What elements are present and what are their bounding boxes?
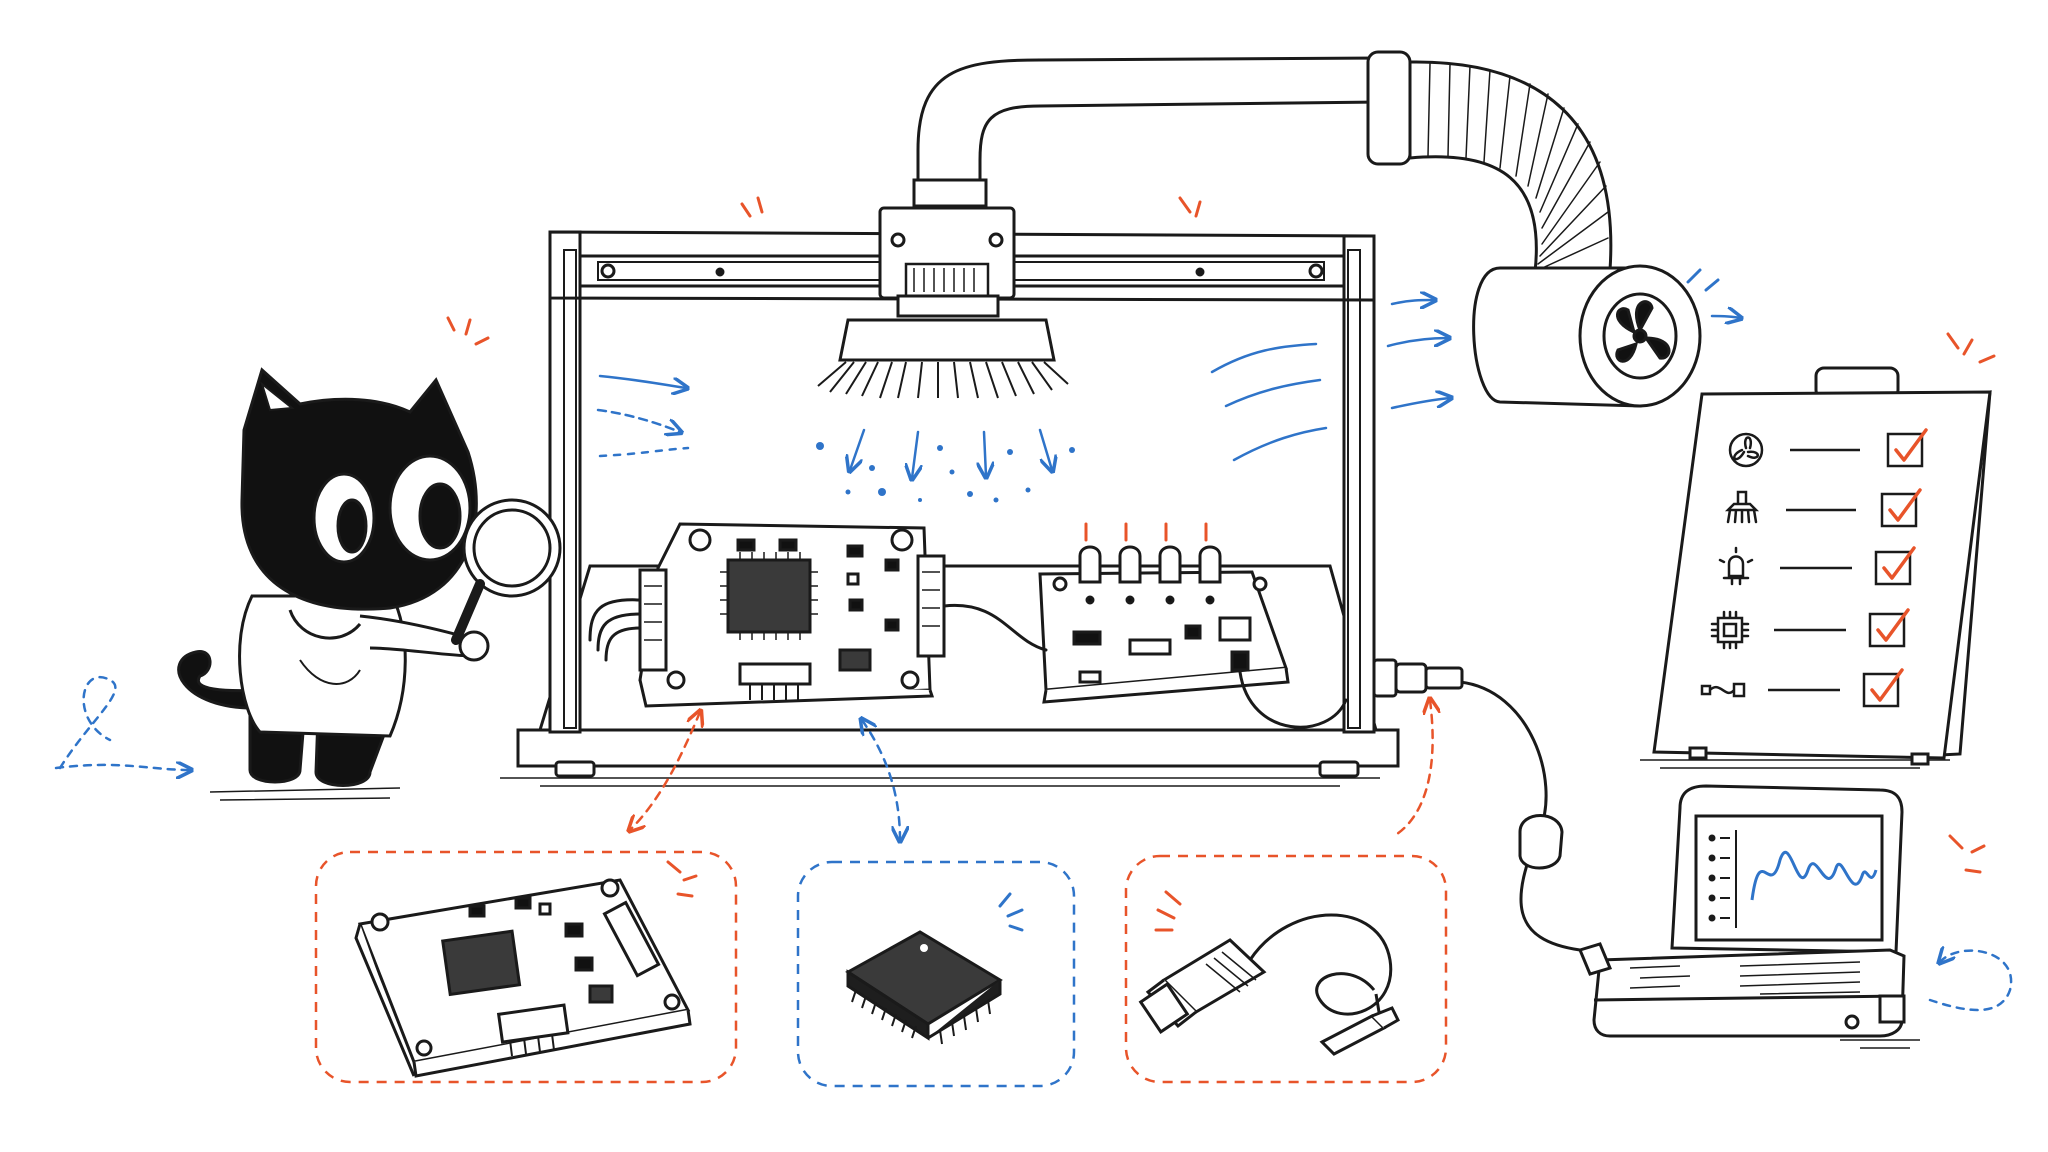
exhaust-fan-unit: [1472, 264, 1702, 408]
laptop-screen-waveform: [1750, 850, 1878, 901]
brush-nozzle-head: [817, 178, 1069, 399]
dust-particles: [816, 442, 1075, 503]
laptop-device: [1577, 784, 1906, 1038]
ferrite-bead: [1518, 814, 1564, 870]
callout-box-pcb: [314, 850, 738, 1084]
callout-usb-cable: [1138, 913, 1400, 1056]
checklist-items: [1700, 428, 1928, 708]
list-bullet: [1708, 854, 1716, 862]
checkmark-icon: [1888, 488, 1922, 522]
callout-microchip: [845, 930, 1003, 1045]
emphasis-marks: [446, 196, 1996, 932]
fan-blades-icon: [1615, 300, 1671, 363]
exhaust-duct: [916, 50, 1613, 274]
cable-icon: [1700, 682, 1746, 698]
led-icon: [1718, 546, 1754, 586]
list-bullet: [1708, 894, 1716, 902]
wiring: [588, 598, 1582, 952]
led-row: [1078, 545, 1222, 584]
list-bullet: [1708, 914, 1716, 922]
airflow-arrows: [596, 300, 1740, 478]
checkmark-icon: [1894, 428, 1928, 462]
list-bullet: [1708, 874, 1716, 882]
callout-box-cable: [1124, 854, 1448, 1084]
magnifying-glass-icon: [451, 498, 562, 662]
checkmark-icon: [1870, 668, 1904, 702]
laptop-screen-list: [1708, 834, 1730, 922]
callout-connector-arrows: [54, 676, 2013, 1012]
checkmark-icon: [1882, 546, 1916, 580]
checklist-clipboard: [1652, 366, 1992, 766]
list-bullet: [1708, 834, 1716, 842]
main-pcb-board: [638, 522, 946, 708]
brush-icon: [1724, 490, 1760, 524]
chip-icon: [1710, 610, 1750, 650]
checkmark-icon: [1876, 608, 1910, 642]
led-test-board: [1038, 545, 1290, 704]
callout-pcb-board: [354, 878, 692, 1078]
cat-mascot-inspector: [177, 367, 478, 787]
fan-icon: [1728, 432, 1764, 468]
usb-connector-on-enclosure: [1372, 658, 1464, 698]
